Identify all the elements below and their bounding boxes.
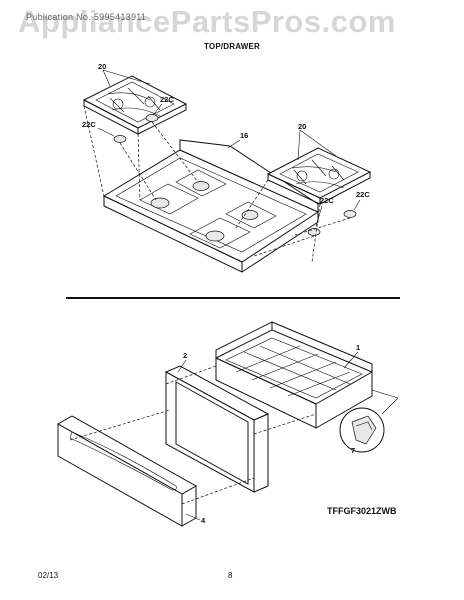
- drawer-panel: [56, 415, 198, 527]
- callout-grate-right: 20: [298, 122, 307, 131]
- callout-cooktop: 16: [240, 131, 249, 140]
- callout-drawer-frame: 2: [183, 351, 188, 360]
- cooktop: [102, 139, 320, 273]
- drawer-body: [214, 321, 374, 429]
- foot-right-2: [343, 210, 357, 218]
- drawer-frame: [164, 365, 270, 493]
- callout-foot-right-2: 22C: [356, 190, 370, 199]
- callout-drawer-clip: 7: [351, 446, 356, 455]
- foot-left-2: [145, 114, 159, 122]
- publication-number: Publication No. 5995413911: [26, 12, 147, 22]
- grate-left: [82, 75, 188, 135]
- model-number: TFFGF3021ZWB: [327, 506, 397, 516]
- callout-drawer-body: 1: [356, 343, 361, 352]
- callout-foot-left-1: 22C: [160, 95, 174, 104]
- section-divider: [66, 297, 400, 299]
- callout-grate-left: 20: [98, 62, 107, 71]
- footer-page-number: 8: [228, 571, 233, 580]
- section-title: TOP/DRAWER: [203, 42, 261, 51]
- foot-right-1: [307, 228, 321, 236]
- footer-date: 02/13: [38, 571, 59, 580]
- foot-left-1: [113, 135, 127, 143]
- callout-foot-right-1: 22C: [320, 196, 334, 205]
- drawer-clip: [339, 389, 399, 453]
- callout-drawer-panel: 4: [201, 516, 206, 525]
- watermark: AppliancePartsPros.com: [18, 4, 396, 39]
- callout-foot-left-2: 22C: [82, 120, 96, 129]
